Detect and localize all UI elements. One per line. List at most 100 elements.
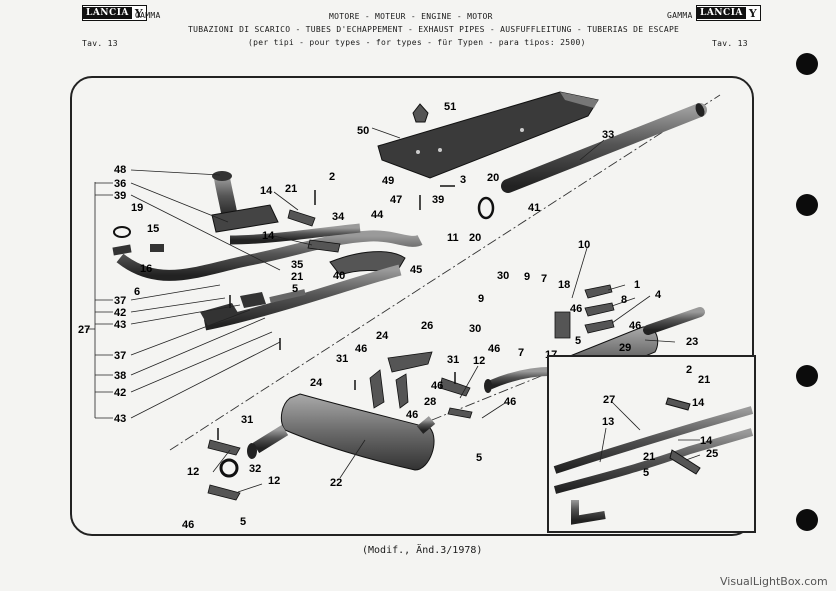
part-label: 37 [114, 350, 126, 362]
part-label: 46 [504, 396, 516, 408]
part-label: 5 [476, 452, 482, 464]
part-label: 27 [603, 394, 615, 406]
part-label: 14 [260, 185, 273, 197]
brand-shield-icon: Y [134, 6, 143, 20]
part-label: 1 [634, 279, 640, 291]
part-label: 5 [643, 467, 649, 479]
part-label: 50 [357, 125, 369, 137]
part-label: 19 [131, 202, 143, 214]
part-label: 42 [114, 307, 126, 319]
part-label: 46 [355, 343, 367, 355]
part-label: 13 [602, 416, 614, 428]
part-label: 5 [240, 516, 246, 528]
part-label: 40 [333, 270, 345, 282]
part-label: 5 [575, 335, 581, 347]
part-label: 32 [249, 463, 261, 475]
part-label: 8 [621, 294, 627, 306]
part-label: 21 [285, 183, 297, 195]
binder-hole-2 [796, 194, 818, 216]
part-label: 6 [134, 286, 140, 298]
part-label: 21 [291, 271, 303, 283]
part-label: 2 [329, 171, 335, 183]
part-label: 14 [262, 230, 275, 242]
table-number-left: Tav. 13 [82, 39, 118, 48]
part-label: 27 [78, 324, 90, 336]
model-left: GAMMA [135, 11, 161, 20]
part-label: 24 [310, 377, 323, 389]
binder-hole-4 [796, 509, 818, 531]
part-label: 2 [686, 364, 692, 376]
part-label: 21 [698, 374, 710, 386]
part-label: 47 [390, 194, 402, 206]
part-label: 46 [570, 303, 582, 315]
part-label: 37 [114, 295, 126, 307]
part-label: 46 [629, 320, 641, 332]
part-label: 30 [469, 323, 481, 335]
part-label: 18 [558, 279, 570, 291]
lancia-logo-left: LANCIA Y [82, 5, 147, 21]
part-label: 46 [182, 519, 194, 531]
part-label: 43 [114, 413, 126, 425]
part-label: 36 [114, 178, 126, 190]
part-label: 51 [444, 101, 456, 113]
part-label: 48 [114, 164, 126, 176]
part-label: 15 [147, 223, 159, 235]
part-label: 3 [460, 174, 466, 186]
title-line-2: TUBAZIONI DI SCARICO - TUBES D'ECHAPPEME… [188, 25, 680, 34]
part-label: 21 [643, 451, 655, 463]
title-line-3: (per tipi - pour types - for types - für… [248, 38, 586, 47]
part-label: 34 [332, 211, 345, 223]
brand-word-right: LANCIA [697, 7, 746, 19]
part-label: 22 [330, 477, 342, 489]
part-label: 49 [382, 175, 394, 187]
binder-hole-1 [796, 53, 818, 75]
part-label: 20 [469, 232, 481, 244]
part-label: 12 [268, 475, 280, 487]
revision-note: (Modif., Änd.3/1978) [362, 545, 483, 556]
part-label: 42 [114, 387, 126, 399]
diagram-frame [70, 76, 754, 536]
part-label: 12 [187, 466, 199, 478]
part-label: 7 [541, 273, 547, 285]
part-label: 16 [140, 263, 152, 275]
part-label: 44 [371, 209, 384, 221]
part-label: 28 [424, 396, 436, 408]
part-label: 31 [336, 353, 348, 365]
part-label: 29 [619, 342, 631, 354]
part-label: 39 [114, 190, 126, 202]
part-label: 14 [700, 435, 713, 447]
model-right: GAMMA [667, 11, 693, 20]
part-label: 35 [291, 259, 303, 271]
part-label: 26 [421, 320, 433, 332]
part-label: 38 [114, 370, 126, 382]
brand-word: LANCIA [83, 7, 132, 19]
part-label: 41 [528, 202, 540, 214]
part-label: 9 [478, 293, 484, 305]
brand-shield-icon-right: Y [748, 6, 757, 20]
part-label: 46 [406, 409, 418, 421]
binder-hole-3 [796, 365, 818, 387]
part-label: 10 [578, 239, 590, 251]
part-label: 7 [518, 347, 524, 359]
part-label: 9 [524, 271, 530, 283]
part-label: 31 [447, 354, 459, 366]
part-label: 14 [692, 397, 705, 409]
part-label: 39 [432, 194, 444, 206]
part-label: 20 [487, 172, 499, 184]
part-label: 11 [447, 232, 459, 244]
part-label: 23 [686, 336, 698, 348]
part-label: 46 [488, 343, 500, 355]
part-label: 46 [431, 380, 443, 392]
part-label: 5 [292, 283, 298, 295]
title-line-1: MOTORE - MOTEUR - ENGINE - MOTOR [329, 12, 493, 21]
part-label: 30 [497, 270, 509, 282]
part-label: 12 [473, 355, 485, 367]
part-label: 43 [114, 319, 126, 331]
lancia-logo-right: LANCIA Y [696, 5, 761, 21]
part-label: 45 [410, 264, 422, 276]
part-label: 31 [241, 414, 253, 426]
part-label: 4 [655, 289, 662, 301]
watermark: VisualLightBox.com [720, 575, 828, 588]
table-number-right: Tav. 13 [712, 39, 748, 48]
